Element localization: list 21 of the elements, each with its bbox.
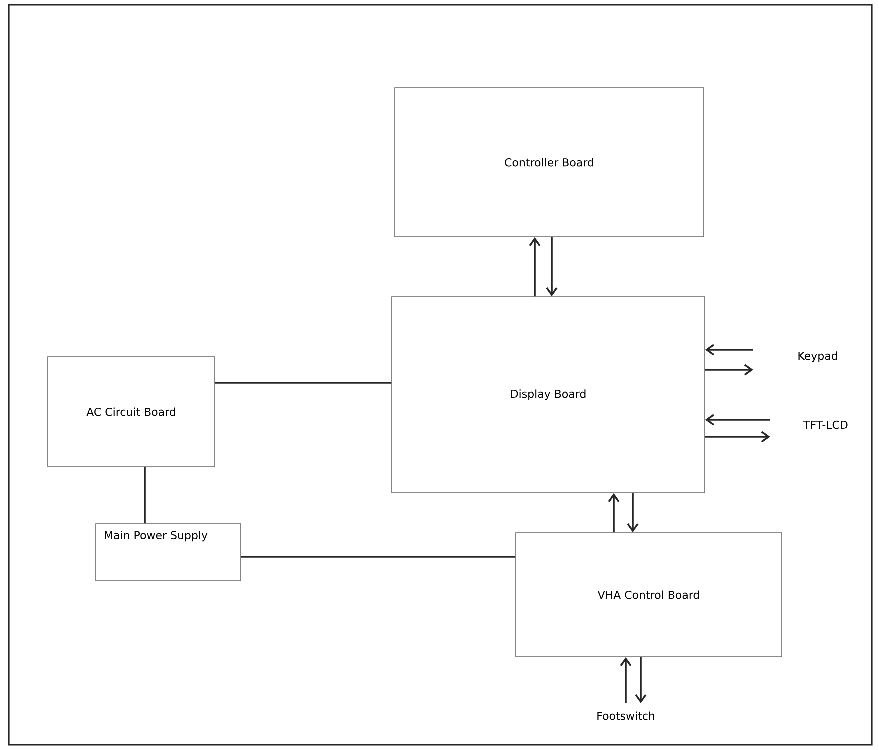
component-label: Footswitch [598,712,654,720]
arrow [620,657,632,704]
board-box: Display Board [392,296,706,494]
connector-line [241,556,516,558]
arrow [546,237,558,297]
board-box: VHA Control Board [516,532,782,658]
component-label: TFT-LCD [804,420,848,430]
arrow [705,344,754,356]
arrow [529,237,541,297]
arrow [635,657,647,704]
board-box: Main Power Supply [96,524,242,582]
arrow [627,493,639,533]
connector-line [215,382,392,384]
arrow [705,414,770,426]
board-box: Controller Board [394,88,704,238]
arrow [705,364,754,376]
board-box: AC Circuit Board [48,356,216,468]
arrow [705,431,770,443]
arrow [608,493,620,533]
component-label: Keypad [798,352,838,362]
connector-line [144,467,146,524]
